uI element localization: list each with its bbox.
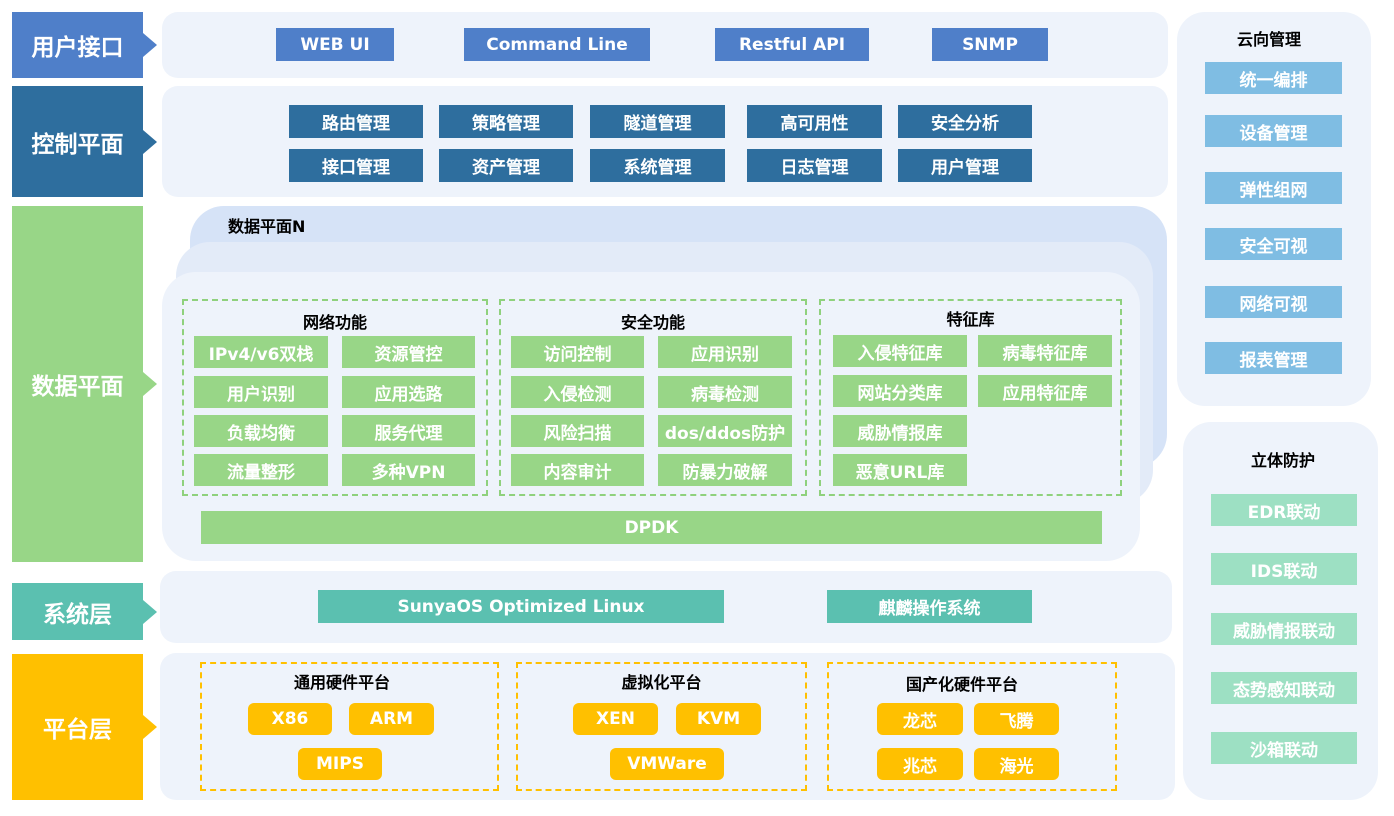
layer-label-system: 系统层 [12, 583, 157, 640]
cloud-item: 弹性组网 [1205, 172, 1342, 204]
platform-item-zhaoxin: 兆芯 [877, 748, 963, 780]
cloud-item: 报表管理 [1205, 342, 1342, 374]
platform-item-loongson: 龙芯 [877, 703, 963, 735]
network-function-item: 多种VPN [342, 454, 475, 486]
platform-item-hygon: 海光 [974, 748, 1059, 780]
layer-label-platform: 平台层 [12, 654, 157, 800]
ui-item-snmp: SNMP [932, 28, 1048, 61]
signature-item: 威胁情报库 [833, 415, 967, 447]
control-item: 系统管理 [590, 149, 725, 182]
network-function-item: 流量整形 [194, 454, 328, 486]
virtualization-title: 虚拟化平台 [621, 673, 702, 692]
cloud-item: 网络可视 [1205, 286, 1342, 318]
security-functions-title: 安全功能 [620, 313, 685, 332]
control-item: 路由管理 [289, 105, 423, 138]
cloud-item: 统一编排 [1205, 62, 1342, 94]
defense-title: 立体防护 [1250, 451, 1315, 470]
data-plane-n-title: 数据平面N [228, 217, 306, 236]
network-functions-title: 网络功能 [302, 313, 367, 332]
signature-item: 病毒特征库 [978, 335, 1112, 367]
signature-item: 恶意URL库 [833, 454, 967, 486]
platform-item-kvm: KVM [676, 703, 761, 735]
virtualization-group [516, 662, 807, 791]
cloud-management-title: 云向管理 [1236, 30, 1301, 49]
control-item: 用户管理 [898, 149, 1032, 182]
defense-item: EDR联动 [1211, 494, 1357, 526]
signature-library-group [819, 299, 1122, 496]
security-function-item: 防暴力破解 [658, 454, 792, 486]
platform-item-arm: ARM [349, 703, 434, 735]
security-function-item: 访问控制 [511, 336, 644, 368]
domestic-hardware-title: 国产化硬件平台 [905, 675, 1018, 694]
layer-label-user-interface: 用户接口 [12, 12, 157, 78]
security-function-item: 应用识别 [658, 336, 792, 368]
control-item: 安全分析 [898, 105, 1032, 138]
security-function-item: 入侵检测 [511, 376, 644, 408]
cloud-item: 设备管理 [1205, 115, 1342, 147]
security-functions-group [499, 299, 807, 496]
layer-label-data-plane: 数据平面 [12, 206, 157, 562]
general-hardware-title: 通用硬件平台 [293, 673, 390, 692]
defense-item: 态势感知联动 [1211, 672, 1357, 704]
general-hardware-group [200, 662, 499, 791]
dpdk-bar: DPDK [201, 511, 1102, 544]
platform-item-xen: XEN [573, 703, 658, 735]
system-item-kylin: 麒麟操作系统 [827, 590, 1032, 623]
signature-item: 入侵特征库 [833, 335, 967, 367]
network-function-item: 负载均衡 [194, 415, 328, 447]
control-item: 高可用性 [747, 105, 882, 138]
system-item-sunyaos: SunyaOS Optimized Linux [318, 590, 724, 623]
ui-item-restful-api: Restful API [715, 28, 869, 61]
control-item: 隧道管理 [590, 105, 725, 138]
network-functions-group [182, 299, 488, 496]
domestic-hardware-group [827, 662, 1117, 791]
control-item: 资产管理 [439, 149, 573, 182]
network-function-item: IPv4/v6双栈 [194, 336, 328, 368]
control-item: 日志管理 [747, 149, 882, 182]
platform-item-mips: MIPS [298, 748, 382, 780]
layer-label-control-plane: 控制平面 [12, 86, 157, 197]
control-item: 接口管理 [289, 149, 423, 182]
security-function-item: 风险扫描 [511, 415, 644, 447]
network-function-item: 用户识别 [194, 376, 328, 408]
ui-item-web-ui: WEB UI [276, 28, 394, 61]
defense-item: IDS联动 [1211, 553, 1357, 585]
cloud-item: 安全可视 [1205, 228, 1342, 260]
network-function-item: 资源管控 [342, 336, 475, 368]
signature-library-title: 特征库 [946, 310, 995, 329]
network-function-item: 应用选路 [342, 376, 475, 408]
defense-item: 沙箱联动 [1211, 732, 1357, 764]
security-function-item: 病毒检测 [658, 376, 792, 408]
defense-item: 威胁情报联动 [1211, 613, 1357, 645]
platform-item-vmware: VMWare [610, 748, 724, 780]
control-item: 策略管理 [439, 105, 573, 138]
security-function-item: 内容审计 [511, 454, 644, 486]
security-function-item: dos/ddos防护 [658, 415, 792, 447]
signature-item: 网站分类库 [833, 375, 967, 407]
signature-item: 应用特征库 [978, 375, 1112, 407]
network-function-item: 服务代理 [342, 415, 475, 447]
platform-item-x86: X86 [248, 703, 332, 735]
ui-item-command-line: Command Line [464, 28, 650, 61]
platform-item-phytium: 飞腾 [974, 703, 1059, 735]
